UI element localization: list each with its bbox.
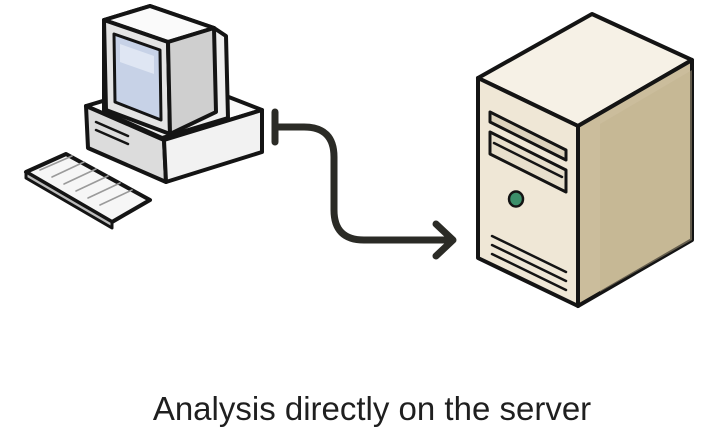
computer-base-side	[162, 108, 264, 184]
tower-server-icon	[476, 12, 694, 308]
server-drive-bay-1	[488, 110, 568, 162]
keyboard-keys	[39, 155, 133, 206]
screen-glare	[120, 44, 154, 74]
connector-arrow-head	[432, 220, 457, 260]
connection-arrow	[271, 108, 457, 260]
server-vents	[490, 234, 568, 292]
computer-drive-slot	[94, 120, 130, 146]
server-drive-slot	[492, 141, 564, 179]
keyboard-edge	[24, 170, 114, 230]
server-side	[576, 58, 694, 308]
server-drive-bay-2	[488, 130, 568, 194]
diagram-caption: Analysis directly on the server	[153, 390, 591, 427]
connector-line	[271, 123, 456, 244]
power-led-icon	[507, 190, 525, 208]
desktop-computer-icon	[24, 4, 264, 230]
server-side-shade	[600, 70, 692, 292]
monitor-side	[166, 26, 218, 136]
